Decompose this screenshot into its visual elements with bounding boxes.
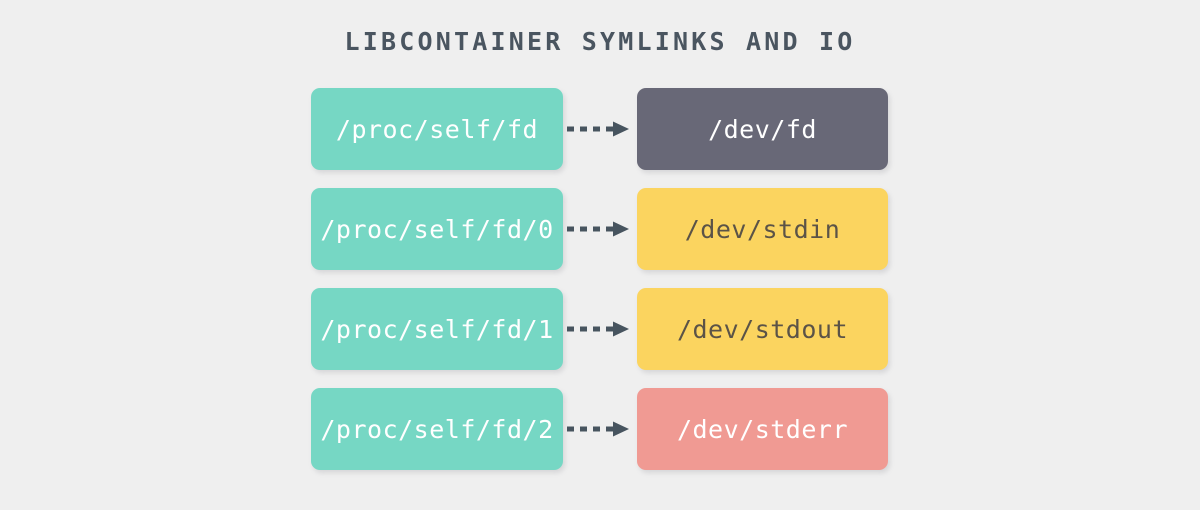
dashed-arrow-right-icon xyxy=(563,88,637,170)
source-node-label: /proc/self/fd xyxy=(335,114,539,144)
dashed-arrow-right-icon xyxy=(563,388,637,470)
target-node-label: /dev/stderr xyxy=(676,414,849,444)
source-node-label: /proc/self/fd/0 xyxy=(320,214,554,244)
source-node-label: /proc/self/fd/1 xyxy=(320,314,554,344)
source-node[interactable]: /proc/self/fd xyxy=(311,88,563,170)
target-node[interactable]: /dev/stdin xyxy=(637,188,888,270)
target-node-label: /dev/fd xyxy=(708,114,817,144)
target-node[interactable]: /dev/stderr xyxy=(637,388,888,470)
dashed-arrow-right-icon xyxy=(563,188,637,270)
target-node[interactable]: /dev/fd xyxy=(637,88,888,170)
page-title: LIBCONTAINER SYMLINKS AND IO xyxy=(344,27,856,56)
mapping-row: /proc/self/fd/1 /dev/stdout xyxy=(0,288,1200,370)
source-node-label: /proc/self/fd/2 xyxy=(320,414,554,444)
target-node-label: /dev/stdout xyxy=(676,314,849,344)
source-node[interactable]: /proc/self/fd/1 xyxy=(311,288,563,370)
mapping-row: /proc/self/fd/0 /dev/stdin xyxy=(0,188,1200,270)
mapping-row: /proc/self/fd /dev/fd xyxy=(0,88,1200,170)
source-node[interactable]: /proc/self/fd/0 xyxy=(311,188,563,270)
mapping-row: /proc/self/fd/2 /dev/stderr xyxy=(0,388,1200,470)
target-node-label: /dev/stdin xyxy=(684,214,841,244)
target-node[interactable]: /dev/stdout xyxy=(637,288,888,370)
dashed-arrow-right-icon xyxy=(563,288,637,370)
source-node[interactable]: /proc/self/fd/2 xyxy=(311,388,563,470)
